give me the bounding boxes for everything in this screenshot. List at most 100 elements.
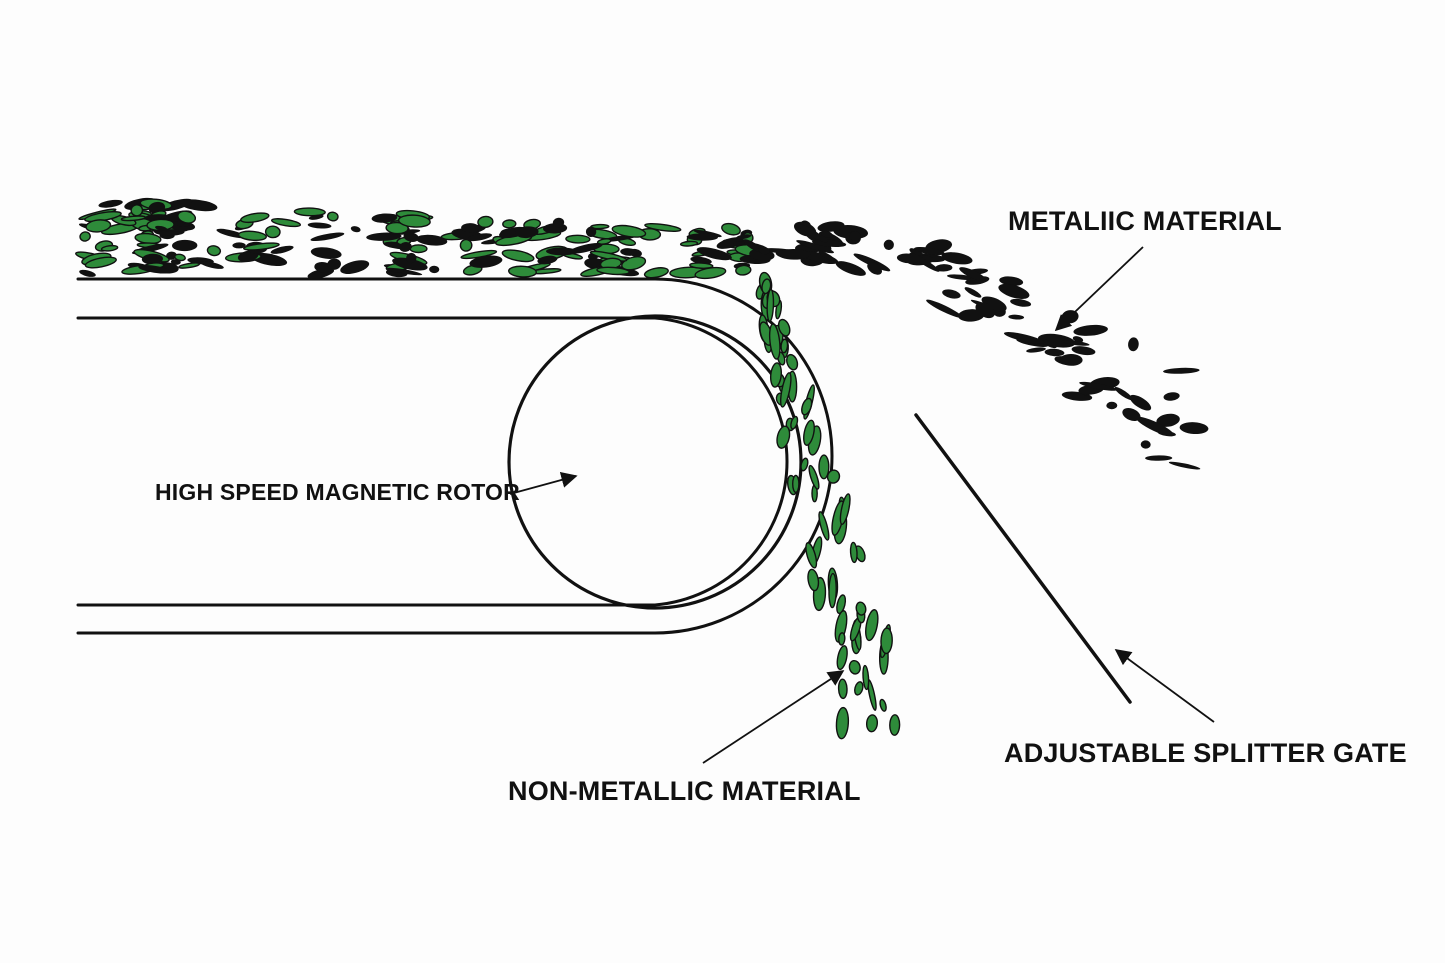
metallic-particle [1003, 332, 1045, 344]
metallic-particle [515, 226, 539, 239]
metallic-particle [797, 223, 828, 243]
splitter-gate-label: ADJUSTABLE SPLITTER GATE [1004, 738, 1407, 768]
metallic-particle [835, 261, 866, 276]
metallic-particle [1179, 422, 1209, 435]
non-metallic-particle [790, 415, 799, 430]
non-metallic-particle [206, 245, 222, 257]
metallic-particle [686, 233, 718, 241]
non-metallic-particle [240, 212, 270, 224]
non-metallic-particle [889, 714, 901, 736]
non-metallic-particle [679, 240, 699, 247]
non-metallic-particle [818, 511, 830, 541]
metallic-particle [758, 246, 770, 255]
non-metallic-particle [835, 706, 850, 740]
metallic-particle [1156, 413, 1180, 427]
metallic-particle [546, 247, 578, 256]
metallic-particle [946, 274, 977, 280]
non-metallic-particle [838, 632, 846, 646]
non-metallic-particle [502, 219, 517, 229]
metallic-particle [959, 267, 986, 282]
metallic-particle [913, 247, 945, 255]
metallic-particle [1026, 347, 1046, 353]
metallic-particle [743, 239, 763, 253]
non-metallic-particle [805, 542, 818, 569]
metallic-particle [811, 239, 847, 248]
metallic-particle [270, 245, 294, 254]
metallic-particle [1145, 455, 1173, 461]
non-metallic-particle [385, 221, 409, 235]
metallic-particle [429, 265, 440, 274]
non-metallic-particle [801, 397, 813, 416]
metallic-particle [1071, 346, 1096, 356]
non-metallic-particle [611, 224, 647, 238]
metallic-particle [1008, 314, 1025, 320]
non-metallic-particle [501, 249, 535, 263]
non-metallic-particle [689, 262, 714, 269]
metallic-particle [1140, 440, 1151, 449]
splitter-gate [914, 413, 1132, 704]
metallic-particle [926, 299, 963, 318]
metallic-particle [1073, 324, 1108, 336]
non-metallic-particle [766, 288, 775, 322]
metallic-particle [909, 252, 940, 272]
metallic-particle [310, 232, 345, 242]
non-metallic-particle [837, 678, 848, 700]
metallic-particle [98, 199, 123, 208]
metallic-particle [883, 239, 894, 250]
metallic-particle [391, 268, 404, 273]
metallic-particle [585, 226, 597, 238]
conveyor-belt-outer [76, 277, 834, 635]
non-metallic-particle [818, 454, 830, 480]
non-metallic-arrow [702, 670, 845, 764]
metallic-particle [392, 257, 428, 271]
metallic-particle [552, 217, 565, 228]
non-metallic-particle [85, 219, 112, 233]
non-metallic-particle [565, 234, 591, 244]
metallic-particle [942, 289, 961, 299]
non-metallic-particle [293, 207, 326, 217]
metallic-particle [818, 250, 836, 262]
metallic-particle [141, 253, 163, 265]
metallic-particle [1059, 353, 1083, 366]
metallic-particle [736, 234, 752, 240]
metallic-particle [237, 250, 259, 262]
metallic-particle [1079, 381, 1118, 391]
non-metallic-particle [780, 338, 789, 354]
splitter-arrow [1114, 649, 1215, 723]
non-metallic-particle [880, 627, 893, 655]
metallic-particle [327, 258, 341, 270]
metallic-particle [696, 247, 732, 261]
non-metallic-particle [264, 225, 281, 239]
non-metallic-particle [768, 323, 781, 360]
metallic-material-label: METALIIC MATERIAL [1008, 206, 1282, 236]
metallic-particle [568, 242, 603, 254]
non-metallic-particle [79, 231, 91, 242]
metallic-particle [310, 247, 342, 259]
non-metallic-particle [477, 215, 494, 229]
non-metallic-particle [826, 469, 841, 484]
metallic-particle [466, 233, 493, 242]
metallic-particle [406, 252, 417, 264]
metallic-particle [138, 265, 171, 274]
non-metallic-particle [776, 425, 791, 449]
non-metallic-particle [855, 601, 867, 616]
metallic-particle [975, 302, 995, 319]
non-metallic-particle [791, 474, 800, 494]
metallic-particle [1114, 387, 1133, 401]
non-metallic-particle [849, 541, 858, 564]
metallic-particle [998, 283, 1030, 299]
non-metallic-particle [735, 264, 752, 276]
metallic-particle [469, 255, 503, 268]
metallic-particle [350, 226, 361, 233]
metallic-particle [399, 241, 412, 252]
non-metallic-material-label: NON-METALLIC MATERIAL [508, 776, 861, 806]
conveyor-belt-inner [76, 316, 789, 607]
non-metallic-particle [409, 244, 428, 254]
non-metallic-particle [643, 267, 669, 279]
metallic-particle [1168, 461, 1201, 470]
non-metallic-particle [326, 211, 339, 222]
metallic-particle [999, 276, 1024, 286]
non-metallic-particle [854, 681, 864, 696]
